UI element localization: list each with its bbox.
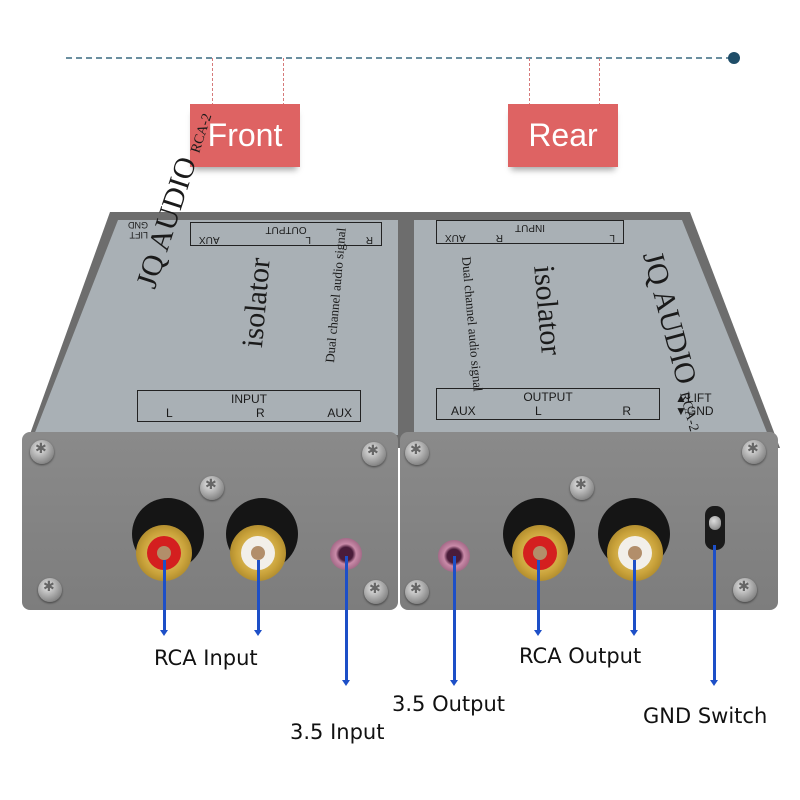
- rear-bottom-box-title: OUTPUT: [523, 390, 573, 404]
- label-35-input: 3.5 Input: [290, 720, 385, 744]
- lift-arrow-up-icon: ▲: [675, 391, 687, 405]
- front-switch-gnd: GND: [128, 220, 148, 230]
- arrow-35-input: [345, 556, 348, 680]
- arrow-gnd-switch: [713, 545, 716, 680]
- front-unit-top-face: [25, 212, 405, 448]
- front-tag-label: Front: [207, 117, 283, 153]
- rear-bottom-box-label-2: L: [535, 404, 542, 418]
- front-rca-pin-right: [251, 546, 265, 560]
- front-tag: Front: [190, 104, 300, 167]
- front-bottom-box-label-3: AUX: [327, 406, 352, 420]
- front-bottom-box-label-1: L: [166, 406, 173, 420]
- rear-bottom-box-label-1: AUX: [451, 404, 476, 418]
- rear-top-box-label-3: AUX: [445, 232, 466, 243]
- timeline-line: [66, 57, 732, 59]
- arrow-head-icon: [450, 680, 458, 686]
- screw-icon: [362, 442, 386, 466]
- rear-top-box-label-2: R: [495, 232, 503, 243]
- front-top-box-label-2: L: [305, 234, 311, 245]
- arrow-rca-input-right: [257, 560, 260, 630]
- rear-tag-string-left: [529, 58, 530, 106]
- arrow-35-output: [453, 556, 456, 680]
- rear-tag-label: Rear: [528, 117, 598, 153]
- front-tag-string-right: [283, 58, 284, 106]
- front-top-box-label-3: AUX: [199, 234, 220, 245]
- arrow-rca-output-left: [537, 560, 540, 630]
- front-panel: [22, 432, 398, 610]
- screw-icon: [405, 580, 429, 604]
- arrow-head-icon: [160, 630, 168, 636]
- screw-icon: [364, 580, 388, 604]
- rear-switch-lift: LIFT: [686, 391, 712, 405]
- screw-icon: [38, 578, 62, 602]
- gnd-toggle-lever: [709, 516, 721, 530]
- label-gnd-switch: GND Switch: [643, 704, 768, 728]
- arrow-head-icon: [534, 630, 542, 636]
- arrow-rca-output-right: [633, 560, 636, 630]
- screw-icon: [733, 578, 757, 602]
- front-rca-pin-left: [157, 546, 171, 560]
- rear-switch-gnd: GND: [686, 404, 714, 418]
- rear-tag: Rear: [508, 104, 618, 167]
- rear-switch-labels: ▲LIFT ▼GND: [675, 392, 714, 418]
- screw-icon: [405, 441, 429, 465]
- front-top-box: OUTPUT R L AUX: [190, 222, 382, 246]
- timeline-end-dot: [728, 52, 740, 64]
- screw-icon: [742, 440, 766, 464]
- screw-icon: [570, 476, 594, 500]
- arrow-rca-input-left: [163, 560, 166, 630]
- rear-top-box: INPUT L R AUX: [436, 220, 624, 244]
- front-bottom-box-label-2: R: [256, 406, 265, 420]
- front-top-box-label-1: R: [365, 234, 373, 245]
- arrow-head-icon: [710, 680, 718, 686]
- front-bottom-box-title: INPUT: [231, 392, 267, 406]
- screw-icon: [200, 476, 224, 500]
- rear-rca-pin-left: [533, 546, 547, 560]
- front-bottom-box: INPUT L R AUX: [137, 390, 361, 422]
- screw-icon: [30, 440, 54, 464]
- rear-bottom-box: OUTPUT AUX L R: [436, 388, 660, 420]
- label-35-output: 3.5 Output: [392, 692, 506, 716]
- arrow-head-icon: [342, 680, 350, 686]
- rear-tag-string-right: [599, 58, 600, 106]
- front-tag-string-left: [212, 58, 213, 106]
- rear-rca-pin-right: [628, 546, 642, 560]
- gnd-arrow-down-icon: ▼: [675, 404, 687, 418]
- label-rca-input: RCA Input: [154, 646, 258, 670]
- rear-unit-top-face: [405, 212, 780, 448]
- gnd-toggle-switch[interactable]: [705, 506, 725, 550]
- arrow-head-icon: [630, 630, 638, 636]
- rear-top-box-label-1: L: [609, 232, 615, 243]
- rear-bottom-box-label-3: R: [622, 404, 631, 418]
- label-rca-output: RCA Output: [519, 644, 642, 668]
- arrow-head-icon: [254, 630, 262, 636]
